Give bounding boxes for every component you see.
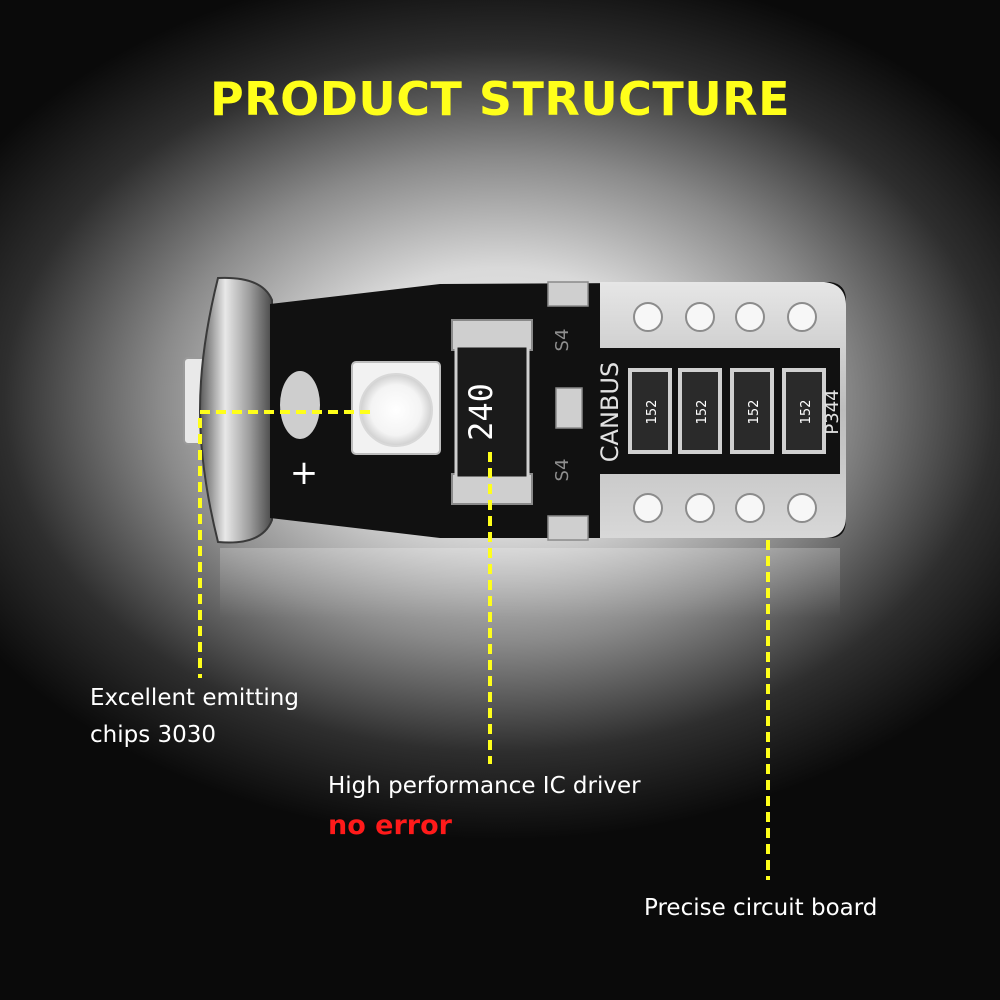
driver-callout-label: High performance IC driver (328, 773, 641, 799)
page-title: PRODUCT STRUCTURE (209, 72, 791, 126)
solder-tabs (547, 281, 589, 541)
board-callout-label: Precise circuit board (644, 895, 878, 921)
chips-callout-line1: Excellent emitting (90, 685, 299, 711)
driver-marking: 240 (462, 383, 500, 441)
resistor-label: 152 (799, 400, 814, 425)
s4-marking-top: S4 (552, 329, 573, 352)
pad-holes (633, 302, 817, 523)
polarity-plus: + (290, 453, 319, 493)
callout-lines (198, 410, 770, 880)
chip-callout-line (198, 410, 370, 678)
chips-callout-label: Excellent emitting chips 3030 (90, 680, 299, 754)
side-chip-glare (280, 371, 320, 439)
resistor-label: 152 (645, 400, 660, 425)
resistor (678, 368, 722, 454)
s4-marking-bottom: S4 (552, 459, 573, 482)
resistor (782, 368, 826, 454)
resistor-group: 152 152 152 152 (628, 368, 826, 454)
driver-callout-highlight: no error (328, 810, 452, 841)
canbus-marking: CANBUS (596, 362, 624, 462)
resistor-label: 152 (747, 400, 762, 425)
resistor-label: 152 (695, 400, 710, 425)
resistor (628, 368, 672, 454)
resistor (730, 368, 774, 454)
bulb-reflection (220, 548, 840, 618)
led-chip-3030 (351, 361, 441, 455)
model-marking: P344 (822, 389, 843, 434)
chips-callout-line2: chips 3030 (90, 722, 217, 748)
